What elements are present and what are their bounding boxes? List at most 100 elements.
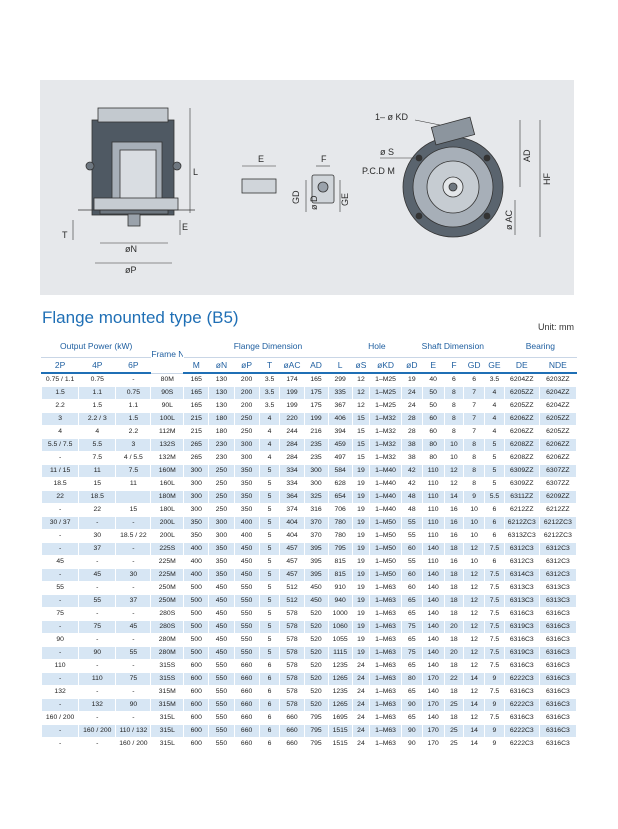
table-cell: 7.5 [484, 633, 505, 647]
table-cell: 299 [327, 372, 353, 387]
table-cell: 578 [279, 633, 305, 647]
table-cell: 75 [400, 620, 423, 634]
table-cell: 300 [303, 477, 329, 491]
table-cell: 1–M63 [369, 672, 402, 686]
table-cell: - [78, 737, 117, 751]
table-cell: 500 [183, 633, 210, 647]
table-cell: 6313ZC3 [503, 529, 540, 543]
table-cell: 457 [279, 568, 305, 582]
table-cell: - [40, 737, 80, 751]
table-cell: 1–M63 [369, 633, 402, 647]
table-cell: 3.5 [258, 399, 281, 413]
table-cell: 284 [279, 438, 305, 452]
table-cell: 8 [443, 425, 465, 439]
table-cell: 7.5 [484, 646, 505, 660]
table-cell: 404 [279, 516, 305, 530]
table-cell: 660 [279, 724, 305, 738]
table-cell: 4 [484, 412, 505, 426]
spec-table: Output Power (kW) Frame No. Flange Dimen… [40, 334, 578, 751]
table-cell: 584 [327, 464, 353, 478]
table-cell: 6307ZZ [538, 464, 578, 478]
table-cell: 1–M63 [369, 685, 402, 699]
table-cell: 8 [443, 386, 465, 400]
col-ac: øAC [279, 357, 305, 374]
table-cell: 6212ZC3 [538, 529, 578, 543]
table-cell: 160 / 200 [40, 711, 80, 725]
table-cell: 520 [303, 672, 329, 686]
table-cell: 10 [463, 516, 486, 530]
header-hole: Hole [351, 334, 402, 358]
table-cell: - [40, 724, 80, 738]
table-cell: 1–M63 [369, 711, 402, 725]
table-cell: 6 [258, 672, 281, 686]
table-cell: 795 [303, 737, 329, 751]
table-cell: 1–M25 [369, 386, 402, 400]
table-cell: 660 [233, 685, 260, 699]
table-cell: 6316C3 [503, 711, 540, 725]
table-cell: 1–M50 [369, 529, 402, 543]
table-cell: 60 [421, 412, 445, 426]
col-l: L [327, 357, 353, 374]
table-cell: 578 [279, 620, 305, 634]
table-cell: 6 [463, 372, 486, 387]
table-cell: 6212ZC3 [503, 516, 540, 530]
table-cell: 628 [327, 477, 353, 491]
table-cell: 370 [303, 529, 329, 543]
col-s: øS [351, 357, 371, 374]
table-cell: 45 [40, 555, 80, 569]
table-cell: 75 [400, 646, 423, 660]
table-cell: 132 [40, 685, 80, 699]
table-cell: 450 [208, 646, 235, 660]
table-cell: 250M [150, 594, 185, 608]
table-cell: 815 [327, 555, 353, 569]
table-cell: 1–M32 [369, 412, 402, 426]
table-cell: 200 [233, 372, 260, 387]
table-cell: 90 [40, 633, 80, 647]
table-cell: 30 / 37 [40, 516, 80, 530]
table-cell: 25 [443, 737, 465, 751]
table-cell: - [115, 581, 152, 595]
table-cell: 0.75 [115, 386, 152, 400]
table-cell: 112M [150, 425, 185, 439]
table-cell: 1–M32 [369, 438, 402, 452]
table-cell: 225S [150, 542, 185, 556]
table-cell: 6312C3 [538, 568, 578, 582]
table-cell: 24 [351, 685, 371, 699]
table-cell: - [78, 607, 117, 621]
table-cell: 50 [421, 386, 445, 400]
table-cell: 2.2 [40, 399, 80, 413]
table-cell: 6 [258, 737, 281, 751]
table-cell: 12 [463, 568, 486, 582]
table-cell: - [78, 685, 117, 699]
table-cell: 80 [421, 438, 445, 452]
table-cell: 15 [351, 425, 371, 439]
table-cell: - [78, 516, 117, 530]
table-cell: 10 [463, 529, 486, 543]
table-cell: 550 [208, 711, 235, 725]
table-cell: 1–M63 [369, 607, 402, 621]
table-cell: 55 [40, 581, 80, 595]
col-m: M [183, 357, 210, 374]
table-cell: 244 [279, 425, 305, 439]
table-cell: 497 [327, 451, 353, 465]
table-cell: 6222C3 [503, 724, 540, 738]
table-cell: 5 [258, 542, 281, 556]
table-cell: 6312C3 [538, 555, 578, 569]
table-cell: 450 [208, 607, 235, 621]
table-cell: 910 [327, 581, 353, 595]
table-cell: 1115 [327, 646, 353, 660]
table-cell: 170 [421, 737, 445, 751]
table-cell: 550 [208, 698, 235, 712]
table-cell: 38 [400, 451, 423, 465]
header-flange-dimension: Flange Dimension [183, 334, 353, 358]
table-cell: 5 [484, 451, 505, 465]
table-cell: 6313C3 [503, 594, 540, 608]
table-cell: 660 [233, 737, 260, 751]
